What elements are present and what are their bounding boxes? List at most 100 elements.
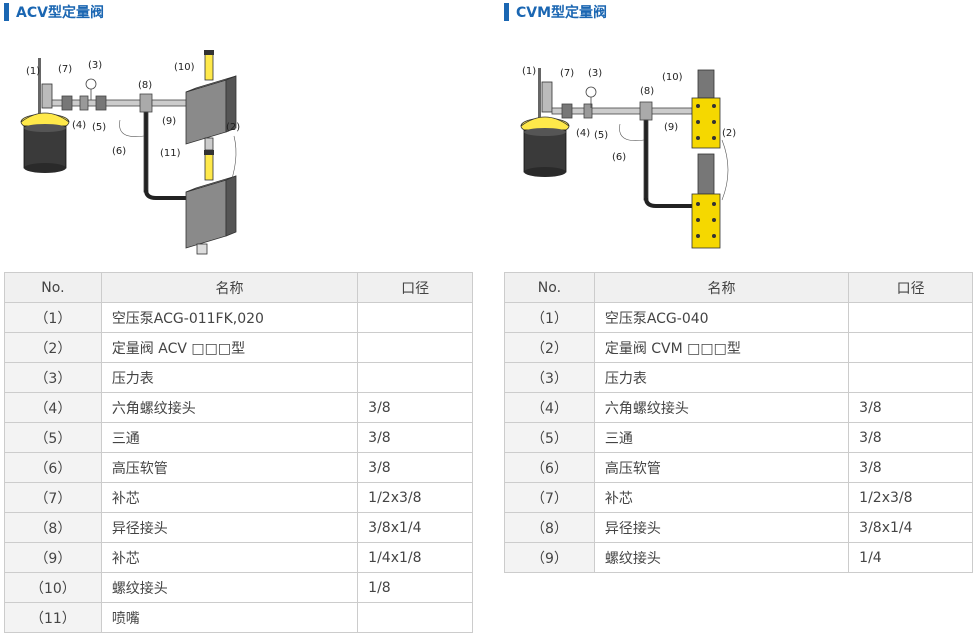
cvm-label-4: (4) (576, 128, 590, 139)
acv-valve-upper (185, 50, 237, 151)
cell-size: 3/8 (357, 452, 473, 483)
header-name: 名称 (593, 272, 850, 303)
header-no: No. (4, 272, 102, 303)
header-name: 名称 (100, 272, 359, 303)
acv-parts-table: No. 名称 口径 （1）空压泵ACG-011FK,020（2）定量阀 ACV … (4, 272, 473, 633)
cell-name: 定量阀 ACV □□□型 (100, 332, 359, 363)
cell-name: 螺纹接头 (100, 572, 359, 603)
cvm-valve-lower (691, 153, 721, 249)
cell-size: 3/8 (848, 452, 973, 483)
cell-no: （1） (4, 302, 102, 333)
cell-no: （9） (4, 542, 102, 573)
acv-pump (20, 58, 70, 173)
cvm-label-6: (6) (612, 152, 626, 163)
cell-no: （8） (4, 512, 102, 543)
cell-no: （3） (4, 362, 102, 393)
cell-no: （7） (504, 482, 595, 513)
cvm-valve-upper (691, 69, 721, 149)
cell-size: 3/8 (357, 392, 473, 423)
cell-size: 3/8x1/4 (357, 512, 473, 543)
cell-name: 喷嘴 (100, 602, 359, 633)
cell-name: 定量阀 CVM □□□型 (593, 332, 850, 363)
cell-no: （3） (504, 362, 595, 393)
acv-label-5: (5) (92, 122, 106, 133)
cell-no: （4） (4, 392, 102, 423)
cvm-label-5: (5) (594, 130, 608, 141)
cvm-system-diagram: (1) (7) (3) (10) (8) (4) (5) (9) (2) (6) (520, 66, 736, 249)
cell-name: 六角螺纹接头 (100, 392, 359, 423)
table-row: （3）压力表 (4, 362, 473, 393)
cell-size: 1/4x1/8 (357, 542, 473, 573)
acv-label-2: (2) (226, 122, 240, 133)
cell-name: 补芯 (100, 482, 359, 513)
cvm-label-3: (3) (588, 68, 602, 79)
cell-name: 六角螺纹接头 (593, 392, 850, 423)
cell-name: 压力表 (100, 362, 359, 393)
cell-size: 1/8 (357, 572, 473, 603)
cvm-title: CVM型定量阀 (504, 2, 607, 22)
header-size: 口径 (357, 272, 473, 303)
cvm-parts-table: No. 名称 口径 （1）空压泵ACG-040（2）定量阀 CVM □□□型（3… (504, 272, 973, 573)
cell-name: 高压软管 (100, 452, 359, 483)
table-row: （2）定量阀 ACV □□□型 (4, 332, 473, 363)
cell-no: （1） (504, 302, 595, 333)
table-row: （1）空压泵ACG-011FK,020 (4, 302, 473, 333)
cell-no: （6） (504, 452, 595, 483)
acv-title: ACV型定量阀 (4, 2, 104, 22)
cell-name: 三通 (100, 422, 359, 453)
cell-name: 三通 (593, 422, 850, 453)
cvm-label-9: (9) (664, 122, 678, 133)
acv-label-3: (3) (88, 60, 102, 71)
acv-label-7: (7) (58, 64, 72, 75)
acv-system-diagram: (1) (7) (3) (10) (8) (4) (5) (9) (2) (6)… (20, 50, 240, 255)
cell-size (848, 302, 973, 333)
cvm-label-2: (2) (722, 128, 736, 139)
table-row: （1）空压泵ACG-040 (504, 302, 973, 333)
table-row: （11）喷嘴 (4, 602, 473, 633)
acv-label-4: (4) (72, 120, 86, 131)
cell-name: 空压泵ACG-040 (593, 302, 850, 333)
cell-size (357, 362, 473, 393)
cvm-label-8: (8) (640, 86, 654, 97)
cell-size (357, 602, 473, 633)
cell-size: 1/2x3/8 (848, 482, 973, 513)
cell-no: （10） (4, 572, 102, 603)
cvm-label-10: (10) (662, 72, 683, 83)
cell-no: （9） (504, 542, 595, 573)
cvm-title-text: CVM型定量阀 (516, 5, 608, 21)
acv-title-text: ACV型定量阀 (16, 5, 104, 21)
acv-piping (51, 78, 193, 200)
cell-size (357, 332, 473, 363)
cell-no: （2） (4, 332, 102, 363)
cell-no: （7） (4, 482, 102, 513)
cell-size: 3/8x1/4 (848, 512, 973, 543)
cell-no: （2） (504, 332, 595, 363)
cell-size (848, 332, 973, 363)
cell-name: 异径接头 (100, 512, 359, 543)
title-marker (4, 3, 9, 21)
cell-no: （11） (4, 602, 102, 633)
cell-name: 异径接头 (593, 512, 850, 543)
cvm-piping (551, 86, 693, 208)
cell-name: 空压泵ACG-011FK,020 (100, 302, 359, 333)
title-marker (504, 3, 509, 21)
acv-label-8: (8) (138, 80, 152, 91)
cell-size: 3/8 (848, 392, 973, 423)
acv-label-6: (6) (112, 146, 126, 157)
acv-label-11: (11) (160, 148, 181, 159)
table-header-row: No. 名称 口径 (504, 272, 973, 303)
cell-size: 1/4 (848, 542, 973, 573)
cell-no: （5） (4, 422, 102, 453)
cell-no: （5） (504, 422, 595, 453)
cell-size (848, 362, 973, 393)
